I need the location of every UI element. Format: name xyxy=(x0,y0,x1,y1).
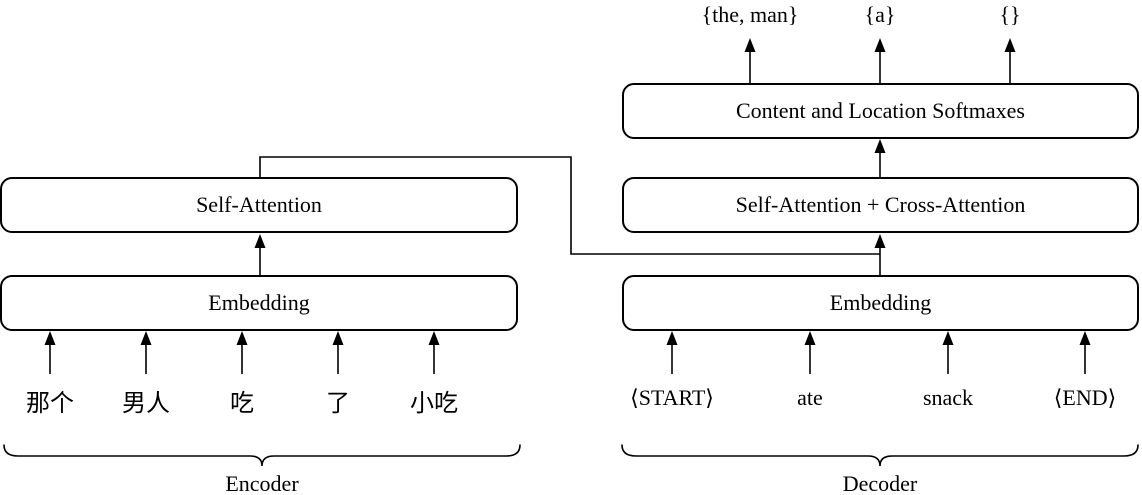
encoder-token-2: 男人 xyxy=(122,391,170,417)
decoder-attention-label: Self-Attention + Cross-Attention xyxy=(735,192,1026,217)
output-set-1: {the, man} xyxy=(701,2,799,27)
encoder-section-label: Encoder xyxy=(225,471,299,495)
decoder-attention-to-softmax-arrow xyxy=(874,139,886,177)
decoder-embedding-box: Embedding xyxy=(622,275,1139,331)
decoder-embedding-label: Embedding xyxy=(829,290,932,315)
encoder-token-4: 了 xyxy=(326,391,350,417)
output-set-3: {} xyxy=(999,2,1021,27)
decoder-output-arrows xyxy=(744,38,1016,83)
decoder-attention-box: Self-Attention + Cross-Attention xyxy=(622,177,1139,233)
decoder-softmax-label: Content and Location Softmaxes xyxy=(736,98,1025,123)
encoder-embedding-box: Embedding xyxy=(0,275,518,331)
decoder-token-start: ⟨START⟩ xyxy=(630,385,714,410)
encoder-to-decoder-wire xyxy=(259,156,880,255)
decoder-token-ate: ate xyxy=(797,385,823,410)
decoder-input-arrows xyxy=(666,331,1091,374)
encoder-embedding-to-attention-arrow xyxy=(254,234,266,275)
decoder-section-label: Decoder xyxy=(842,471,918,495)
decoder-token-snack: snack xyxy=(922,385,974,410)
encoder-token-3: 吃 xyxy=(230,391,254,417)
encoder-embedding-label: Embedding xyxy=(208,290,310,315)
encoder-attention-box: Self-Attention xyxy=(0,177,518,233)
decoder-token-end: ⟨END⟩ xyxy=(1053,385,1117,410)
encoder-input-arrows xyxy=(44,331,440,374)
encoder-brace xyxy=(3,444,521,467)
output-set-2: {a} xyxy=(864,2,896,27)
encoder-attention-label: Self-Attention xyxy=(196,192,322,217)
encoder-token-5: 小吃 xyxy=(410,391,458,417)
encoder-token-1: 那个 xyxy=(26,391,74,417)
decoder-embedding-to-attention-arrow xyxy=(874,234,886,275)
decoder-brace xyxy=(621,444,1139,467)
decoder-softmax-box: Content and Location Softmaxes xyxy=(622,83,1139,139)
